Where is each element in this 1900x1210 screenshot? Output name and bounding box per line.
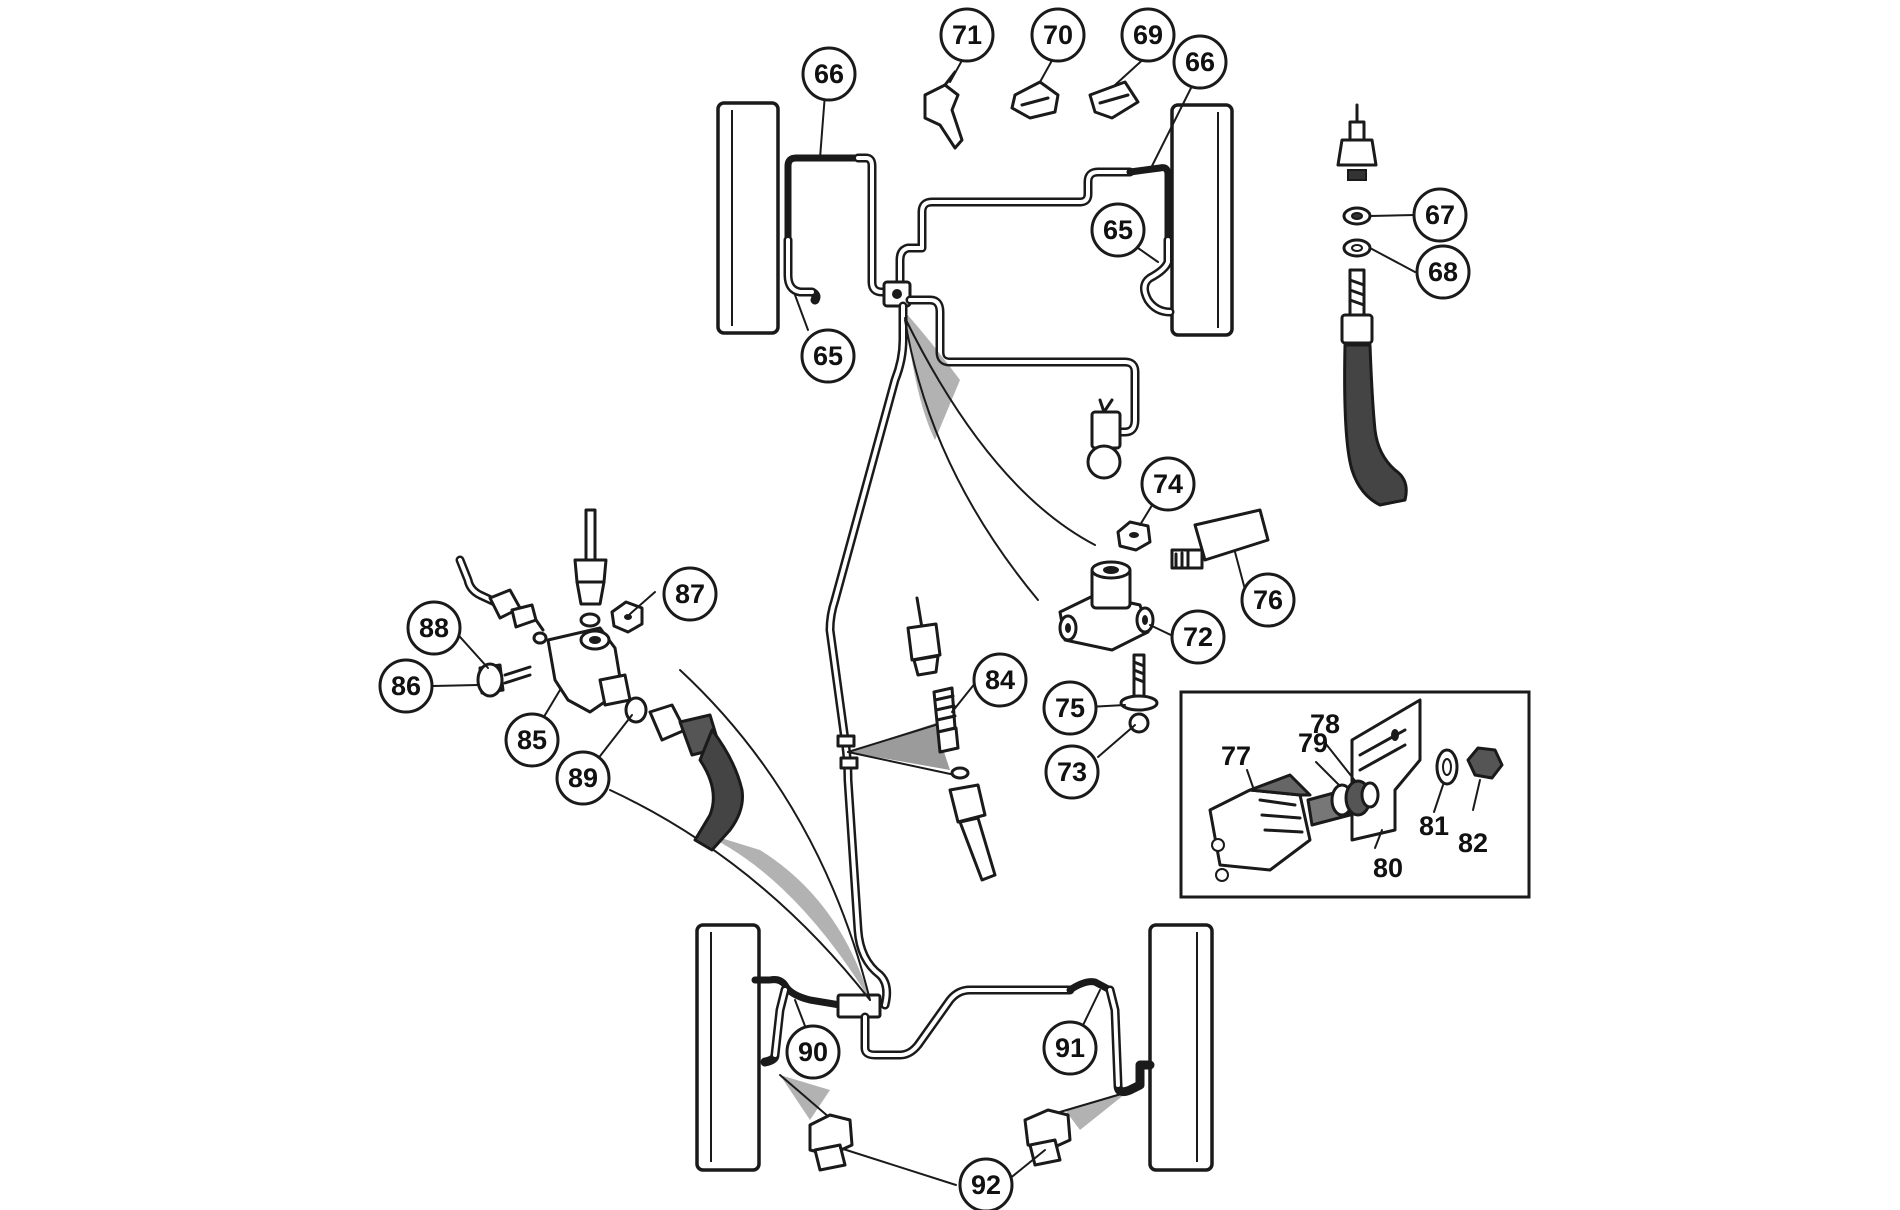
main-brake-pipe bbox=[825, 301, 908, 1010]
label-78: 78 bbox=[1310, 709, 1340, 739]
part-69-clip bbox=[1088, 80, 1140, 120]
svg-text:72: 72 bbox=[1183, 622, 1213, 652]
callout-92: 92 bbox=[958, 1157, 1014, 1210]
svg-text:66: 66 bbox=[814, 59, 844, 89]
callout-65-left: 65 bbox=[800, 328, 856, 384]
callout-86: 86 bbox=[378, 658, 434, 714]
leader-fans bbox=[609, 312, 1130, 1130]
label-82: 82 bbox=[1458, 828, 1488, 858]
svg-text:89: 89 bbox=[568, 763, 598, 793]
svg-text:92: 92 bbox=[971, 1170, 1001, 1200]
svg-text:65: 65 bbox=[1103, 215, 1133, 245]
part-84-unions bbox=[906, 596, 997, 882]
pressure-valve-assembly bbox=[455, 508, 744, 852]
svg-text:85: 85 bbox=[517, 725, 547, 755]
svg-text:87: 87 bbox=[675, 579, 705, 609]
svg-text:70: 70 bbox=[1043, 20, 1073, 50]
part-70-clip bbox=[1010, 80, 1060, 120]
part-75-bolt-washer bbox=[1119, 653, 1159, 734]
svg-text:88: 88 bbox=[419, 613, 449, 643]
part-71-connector bbox=[923, 70, 964, 150]
callout-66-right: 66 bbox=[1172, 34, 1228, 90]
rear-right-wheel bbox=[1148, 923, 1214, 1172]
callout-65-right: 65 bbox=[1090, 202, 1146, 258]
label-77: 77 bbox=[1221, 741, 1251, 771]
callout-90: 90 bbox=[785, 1024, 841, 1080]
rear-brake-pipes bbox=[751, 976, 1155, 1097]
callout-84: 84 bbox=[972, 652, 1028, 708]
callout-91: 91 bbox=[1042, 1020, 1098, 1076]
part-92-clips bbox=[808, 1108, 1072, 1172]
svg-text:84: 84 bbox=[985, 665, 1015, 695]
front-right-wheel bbox=[1170, 103, 1234, 337]
callout-89: 89 bbox=[555, 750, 611, 806]
callout-70: 70 bbox=[1030, 7, 1086, 63]
svg-text:74: 74 bbox=[1153, 469, 1183, 499]
label-79: 79 bbox=[1298, 728, 1328, 758]
stop-light-switch-inset bbox=[1179, 690, 1531, 899]
callout-85: 85 bbox=[504, 712, 560, 768]
callout-87: 87 bbox=[662, 566, 718, 622]
part-74-nut bbox=[1116, 520, 1152, 552]
callout-75: 75 bbox=[1042, 680, 1098, 736]
callout-76: 76 bbox=[1240, 572, 1296, 628]
rear-left-wheel bbox=[695, 923, 761, 1172]
part-72-three-way-union bbox=[1058, 560, 1155, 652]
svg-text:86: 86 bbox=[391, 671, 421, 701]
svg-text:68: 68 bbox=[1428, 257, 1458, 287]
front-brake-pipes bbox=[783, 153, 1175, 480]
svg-text:67: 67 bbox=[1425, 200, 1455, 230]
label-81: 81 bbox=[1419, 811, 1449, 841]
callout-69: 69 bbox=[1120, 7, 1176, 63]
flexible-hose-assembly bbox=[1336, 103, 1408, 507]
svg-text:71: 71 bbox=[952, 20, 982, 50]
svg-text:76: 76 bbox=[1253, 585, 1283, 615]
svg-text:66: 66 bbox=[1185, 47, 1215, 77]
svg-text:91: 91 bbox=[1055, 1033, 1085, 1063]
callout-71: 71 bbox=[939, 7, 995, 63]
svg-text:65: 65 bbox=[813, 341, 843, 371]
callout-68: 68 bbox=[1415, 244, 1471, 300]
part-76-switch bbox=[1170, 508, 1270, 570]
label-80: 80 bbox=[1373, 853, 1403, 883]
svg-text:90: 90 bbox=[798, 1037, 828, 1067]
callout-74: 74 bbox=[1140, 456, 1196, 512]
front-left-wheel bbox=[716, 101, 780, 335]
callout-67: 67 bbox=[1412, 187, 1468, 243]
svg-text:75: 75 bbox=[1055, 693, 1085, 723]
callout-72: 72 bbox=[1170, 609, 1226, 665]
svg-text:73: 73 bbox=[1057, 757, 1087, 787]
callout-66-left: 66 bbox=[801, 46, 857, 102]
svg-text:69: 69 bbox=[1133, 20, 1163, 50]
callout-73: 73 bbox=[1044, 744, 1100, 800]
callout-88: 88 bbox=[406, 600, 462, 656]
